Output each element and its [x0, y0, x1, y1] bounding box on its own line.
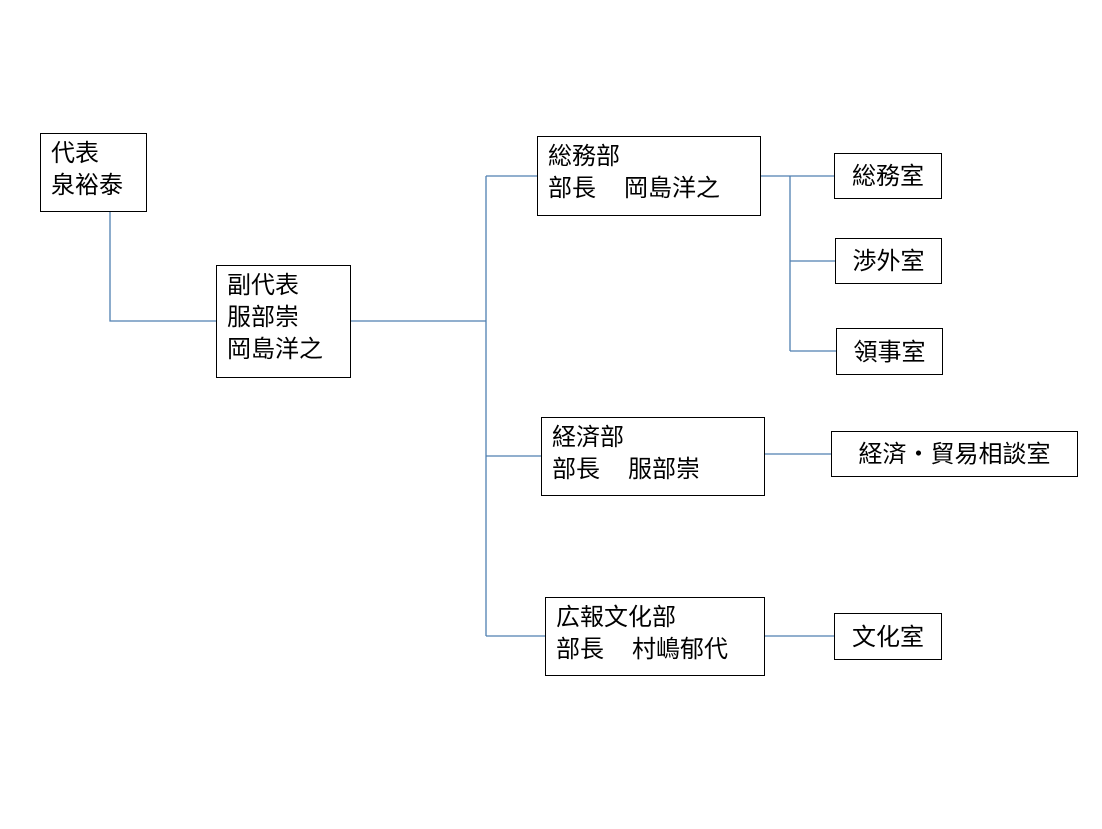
office-name: 総務室: [852, 162, 924, 190]
department-head-title: 部長: [552, 455, 600, 483]
connector-representative-deputy: [109, 211, 217, 322]
department-name: 総務部: [548, 142, 620, 170]
department-head: 部長服部崇: [552, 453, 754, 485]
department-head: 部長村嶋郁代: [556, 633, 754, 665]
department-head-title: 部長: [556, 635, 604, 663]
department-head-name: 村嶋郁代: [632, 635, 728, 663]
department-box-general-affairs: 総務部 部長岡島洋之: [537, 136, 761, 216]
representative-box: 代表 泉裕泰: [40, 133, 147, 212]
office-box-culture: 文化室: [834, 613, 942, 660]
deputy-name: 岡島洋之: [227, 335, 323, 363]
office-name: 領事室: [853, 337, 926, 366]
deputy-title: 副代表: [227, 271, 299, 299]
office-name: 渉外室: [852, 247, 925, 275]
department-box-economic: 経済部 部長服部崇: [541, 417, 765, 496]
representative-title: 代表: [51, 139, 99, 167]
office-box-economic-trade: 経済・貿易相談室: [831, 431, 1078, 477]
office-name: 文化室: [852, 622, 924, 651]
representative-name: 泉裕泰: [51, 171, 123, 199]
office-box-consular: 領事室: [836, 328, 943, 375]
deputy-box: 副代表 服部崇 岡島洋之: [216, 265, 351, 378]
department-name: 広報文化部: [556, 603, 676, 631]
department-box-public-relations: 広報文化部 部長村嶋郁代: [545, 597, 765, 676]
department-head-name: 服部崇: [628, 455, 700, 483]
deputy-name: 服部崇: [227, 303, 299, 331]
department-head: 部長岡島洋之: [548, 172, 750, 204]
office-name: 経済・貿易相談室: [858, 440, 1051, 468]
office-box-liaison: 渉外室: [835, 238, 942, 284]
department-head-name: 岡島洋之: [624, 174, 720, 202]
department-name: 経済部: [552, 423, 624, 451]
office-box-general-affairs: 総務室: [834, 153, 942, 199]
department-head-title: 部長: [548, 174, 596, 202]
